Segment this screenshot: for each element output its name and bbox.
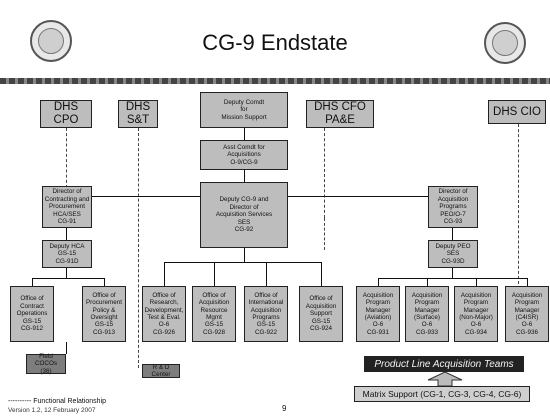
page-number: 9: [282, 404, 287, 413]
dashed-link-st: [138, 128, 139, 368]
box-deputy-hca: Deputy HCA GS-15 CG-91D: [42, 240, 92, 268]
connector: [66, 268, 67, 278]
connector: [32, 278, 105, 279]
coast-guard-seal-icon: [484, 22, 526, 64]
connector: [321, 262, 322, 286]
connector: [66, 228, 67, 240]
connector: [378, 278, 528, 279]
dashed-link-cpo: [66, 128, 67, 188]
dashed-link-cfo: [324, 128, 325, 218]
dashed-link-cfo-lower: [324, 218, 325, 250]
box-dir-contracting: Director of Contracting and Procurement …: [42, 186, 92, 228]
box-international-programs: Office of International Acquisition Prog…: [244, 286, 288, 342]
up-arrow-icon: [427, 372, 463, 386]
box-dir-acq-programs: Director of Acquisition Programs PEO/O-7…: [428, 186, 478, 228]
box-contract-operations: Office of Contract Operations GS-15 CG-9…: [10, 286, 54, 342]
connector: [66, 342, 67, 354]
connector: [32, 278, 33, 286]
box-dhs-cfo: DHS CFO PA&E: [306, 100, 374, 128]
box-asst-comdt: Asst Comdt for Acquisitions O-9/CG-9: [200, 140, 288, 170]
connector: [244, 128, 245, 140]
header-divider: [0, 78, 550, 84]
box-acq-resource-mgmt: Office of Acquisition Resource Mgmt GS-1…: [192, 286, 236, 342]
box-deputy-mission-support: Deputy Comdt for Mission Support: [200, 92, 288, 128]
box-deputy-peo: Deputy PEO SES CG-93D: [428, 240, 478, 268]
box-dhs-st: DHS S&T: [118, 100, 158, 128]
connector: [266, 262, 267, 286]
box-apm-nonmajor: Acquisition Program Manager (Non-Major) …: [454, 286, 498, 342]
box-deputy-cg9: Deputy CG-9 and Director of Acquisition …: [200, 182, 288, 248]
box-apm-c4isr: Acquisition Program Manager (C4ISR) O-6 …: [505, 286, 549, 342]
connector: [244, 170, 245, 182]
connector: [244, 248, 245, 262]
box-research-development: Office of Research, Development, Test & …: [142, 286, 186, 342]
connector: [427, 278, 428, 286]
connector: [214, 262, 215, 286]
connector: [164, 262, 165, 286]
box-rd-center: R & D Center: [142, 364, 180, 378]
box-acq-support: Office of Acquisition Support GS-15 CG-9…: [299, 286, 343, 342]
legend-functional-relationship: ---------- Functional Relationship: [8, 398, 107, 405]
box-procurement-policy: Office of Procurement Policy & Oversight…: [82, 286, 126, 342]
box-apm-surface: Acquisition Program Manager (Surface) O-…: [405, 286, 449, 342]
dashed-link-cio: [518, 124, 519, 284]
connector: [104, 278, 105, 286]
dhs-seal-icon: [30, 20, 72, 62]
connector: [378, 278, 379, 286]
box-dhs-cio: DHS CIO: [488, 100, 546, 124]
box-apm-aviation: Acquisition Program Manager (Aviation) O…: [356, 286, 400, 342]
connector: [164, 262, 322, 263]
product-line-banner: Product Line Acquisition Teams: [364, 356, 524, 372]
connector: [527, 278, 528, 286]
page-title: CG-9 Endstate: [202, 30, 348, 55]
version-footer: Version 1.2, 12 February 2007: [8, 407, 96, 414]
connector: [476, 278, 477, 286]
matrix-support-box: Matrix Support (CG-1, CG-3, CG-4, CG-6): [354, 386, 530, 402]
box-field-cocos: Field COCOs (36): [26, 353, 66, 375]
connector: [452, 268, 453, 278]
box-dhs-cpo: DHS CPO: [40, 100, 92, 128]
connector: [452, 228, 453, 240]
